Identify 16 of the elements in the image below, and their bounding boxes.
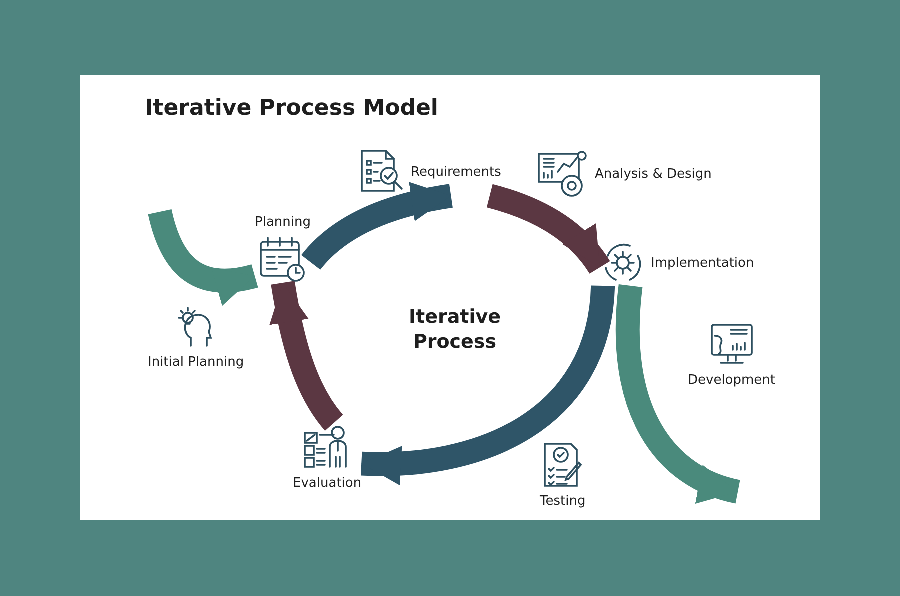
curved-arrow bbox=[270, 281, 344, 431]
curved-arrow bbox=[361, 284, 616, 484]
step-label: Development bbox=[688, 373, 776, 388]
step-label: Requirements bbox=[411, 164, 502, 180]
curved-arrow bbox=[148, 209, 258, 305]
curved-arrow bbox=[486, 184, 610, 274]
step-label: Initial Planning bbox=[148, 355, 244, 370]
step-label: Testing bbox=[540, 494, 586, 509]
title: Iterative Process Model bbox=[145, 96, 438, 121]
step-label: Analysis & Design bbox=[595, 166, 712, 182]
step-label: Implementation bbox=[651, 256, 754, 270]
center-label: Iterative Process bbox=[408, 305, 502, 355]
curved-arrow bbox=[302, 182, 454, 270]
step-label: Planning bbox=[255, 215, 311, 230]
step-label: Evaluation bbox=[293, 476, 362, 491]
curved-arrow bbox=[616, 284, 742, 504]
